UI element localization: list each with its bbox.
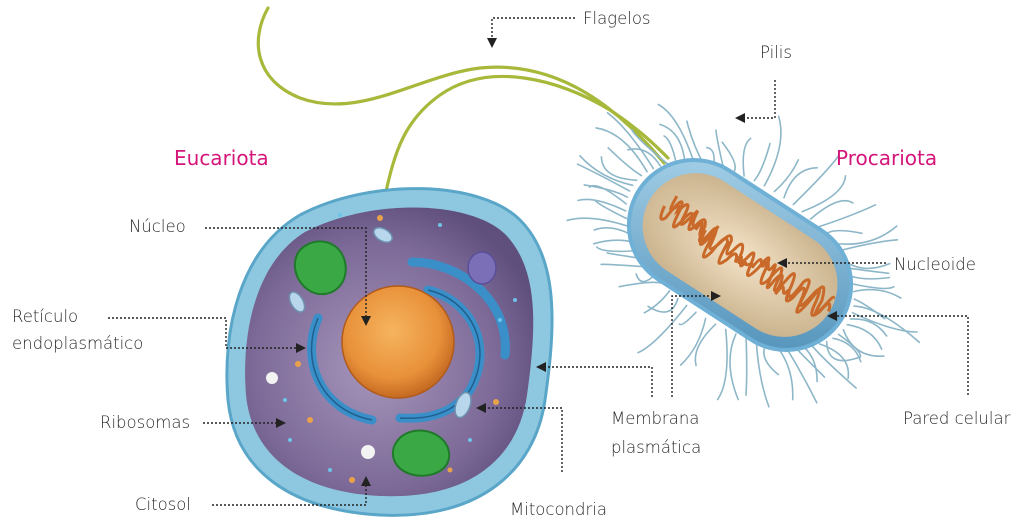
nucleoid-label: Nucleoide	[894, 254, 976, 275]
pilus-strand	[608, 113, 654, 169]
pilus-strand	[608, 148, 641, 176]
nucleus-shape	[342, 286, 454, 398]
pilus-strand	[854, 290, 901, 298]
cytosol-label: Citosol	[135, 494, 191, 515]
ribosome-dot	[349, 477, 355, 483]
pilus-strand	[746, 338, 747, 395]
nucleus-label: Núcleo	[129, 216, 186, 237]
ribosome-dot	[307, 417, 313, 423]
ribosome-dot	[328, 468, 332, 472]
eukaryote-title: Eucariota	[174, 146, 269, 170]
pili-label: Pilis	[760, 42, 792, 63]
pilus-strand	[648, 298, 678, 312]
membrane-label-line1: Membrana	[611, 408, 699, 429]
ribosome-dot	[493, 399, 499, 405]
pilus-strand	[664, 136, 676, 163]
pilus-strand	[756, 341, 769, 407]
vacuole-shape	[468, 252, 496, 284]
pilus-strand	[730, 334, 738, 400]
er-label-line2: endoplasmático	[12, 333, 143, 354]
eukaryote-cell	[227, 189, 552, 516]
prokaryote-title: Procariota	[836, 146, 937, 170]
pilus-strand	[812, 346, 856, 388]
pilus-strand	[764, 116, 781, 186]
ribosome-dot	[438, 223, 442, 227]
ribosome-dot	[361, 445, 375, 459]
pilus-strand	[695, 324, 715, 365]
pilus-strand	[825, 231, 862, 235]
ribosome-dot	[468, 438, 472, 442]
ribosome-dot	[448, 468, 453, 473]
pilus-strand	[795, 347, 825, 377]
ribosome-dot	[266, 372, 278, 384]
pilus-strand	[594, 240, 634, 244]
ribosome-dot	[513, 298, 517, 302]
ribosome-dot	[338, 213, 342, 217]
pilus-strand	[718, 329, 727, 399]
pilus-strand	[754, 144, 770, 181]
pilus-strand	[854, 306, 920, 342]
pilus-strand	[852, 284, 894, 289]
pilus-strand	[743, 138, 751, 176]
pilus-strand	[679, 312, 696, 324]
pilus-strand	[681, 319, 706, 366]
ribosome-dot	[377, 215, 383, 221]
pilus-strand	[567, 218, 628, 226]
pilus-strand	[818, 205, 875, 227]
pilus-strand	[774, 160, 798, 192]
pilus-strand	[802, 176, 845, 212]
pilus-strand	[850, 276, 890, 279]
ribosome-dot	[283, 398, 287, 402]
pilus-strand	[784, 168, 817, 198]
cell-wall-label: Pared celular	[903, 408, 1010, 429]
er-label-line1: Retículo	[12, 306, 78, 327]
ribosome-dot	[295, 361, 301, 367]
mitochondria-label: Mitocondria	[510, 499, 607, 520]
membrane-label-line2: plasmática	[611, 437, 701, 458]
pilus-strand	[804, 347, 817, 382]
pilus-strand	[820, 344, 849, 379]
flagella-strands	[258, 8, 668, 196]
pilus-strand	[644, 291, 669, 313]
pilus-strand	[793, 156, 839, 205]
ribosome-dot	[288, 438, 292, 442]
flagella-label: Flagelos	[583, 8, 651, 29]
ribosome-dot	[498, 318, 502, 322]
pilus-strand	[619, 282, 662, 286]
ribosomes-label: Ribosomas	[100, 412, 190, 433]
pilus-strand	[594, 228, 630, 234]
pilus-strand	[687, 121, 704, 164]
